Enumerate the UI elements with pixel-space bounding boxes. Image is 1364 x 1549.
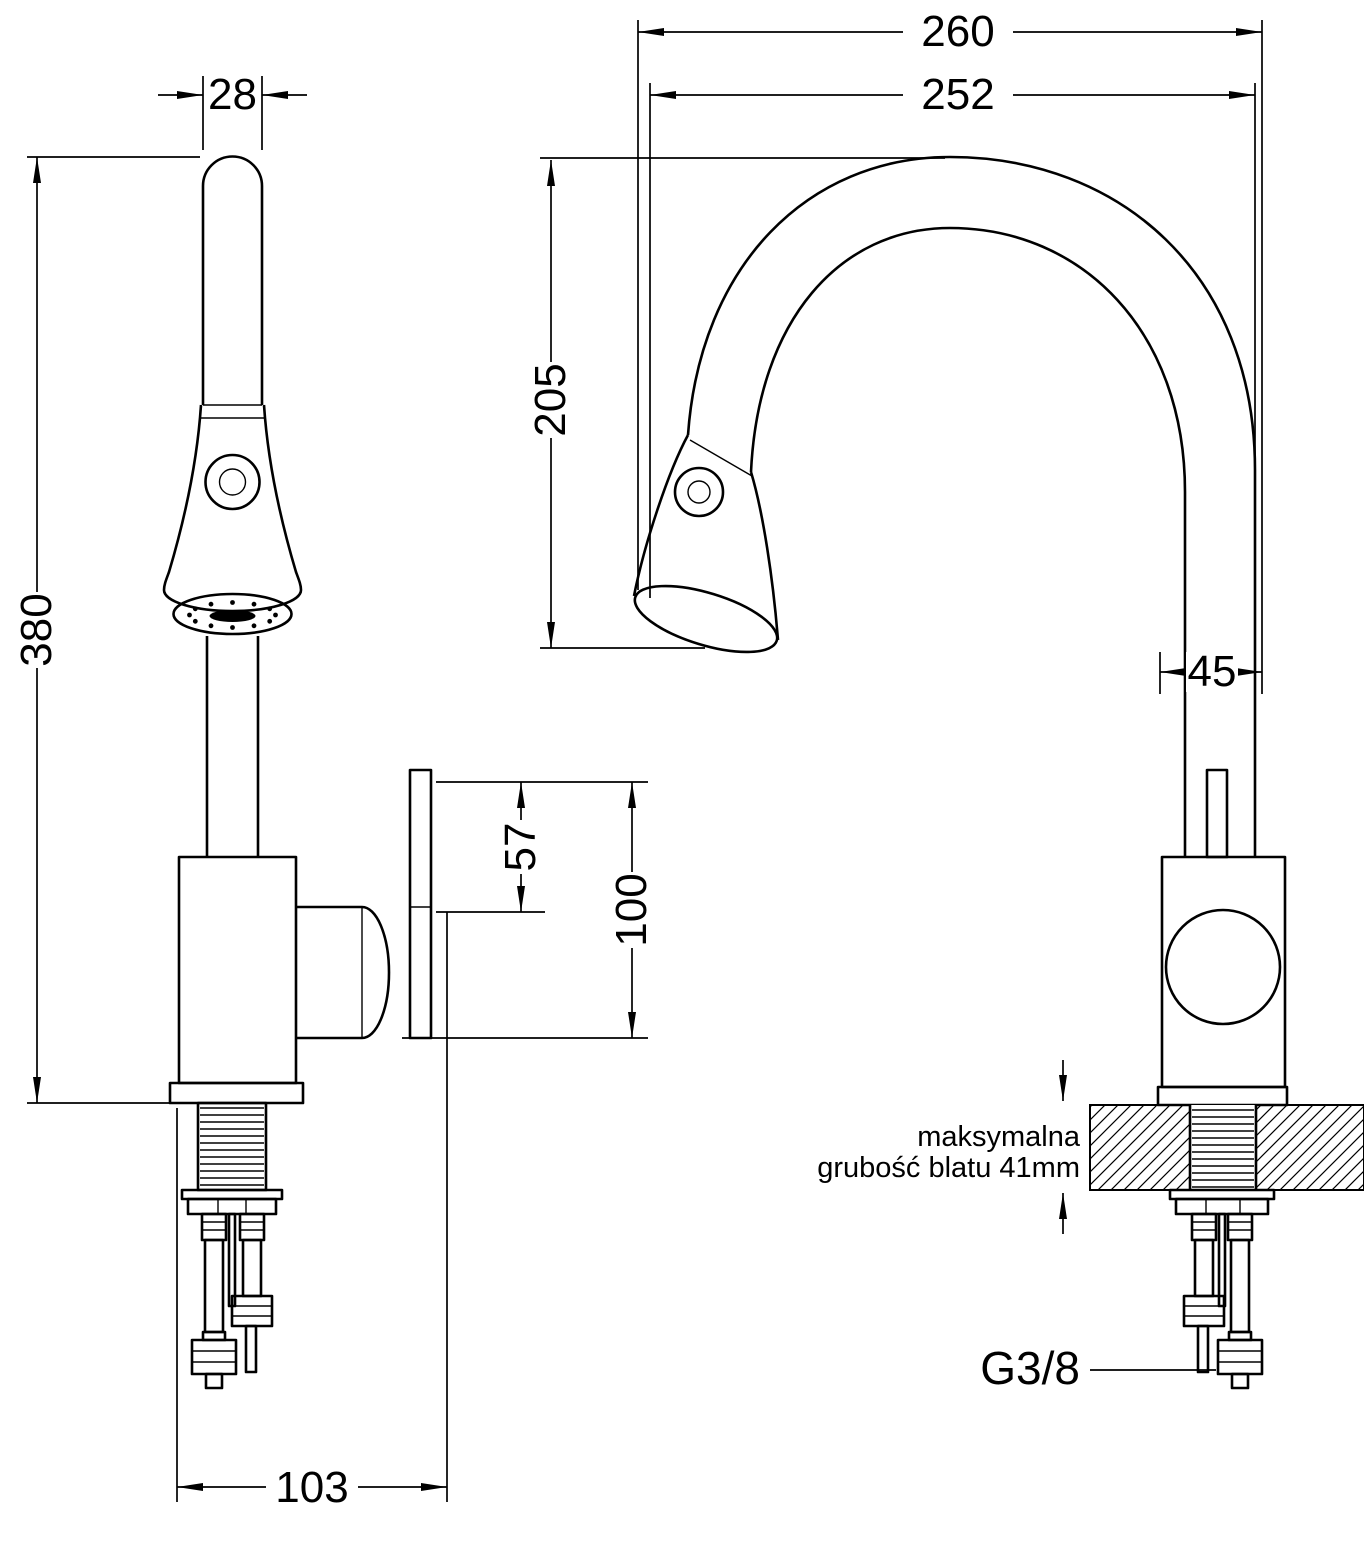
dim-label-45: 45 <box>1188 647 1237 696</box>
supply-hose-left <box>190 1212 238 1390</box>
hose-nut <box>230 1294 274 1328</box>
dimension-103: 103 <box>176 912 448 1512</box>
hose-nut-g38 <box>1216 1338 1264 1376</box>
dim-label-103: 103 <box>275 1463 348 1512</box>
dimension-380: 380 <box>12 156 200 1104</box>
mounting-flange <box>168 1081 305 1105</box>
supply-hose-right <box>230 1212 274 1374</box>
spray-head-side <box>632 434 780 654</box>
dimension-260: 260 <box>637 7 1263 694</box>
gooseneck-spout <box>686 155 1257 857</box>
threaded-shank <box>196 1101 268 1192</box>
riser-column <box>205 636 260 857</box>
countertop-thickness-callout: maksymalna grubość blatu 41mm <box>817 1060 1081 1234</box>
dim-label-57: 57 <box>496 823 545 872</box>
mounting-flange-side <box>1156 1085 1289 1107</box>
aerator-nozzles <box>187 600 278 630</box>
spray-head <box>162 404 303 613</box>
threaded-shank-side <box>1192 1109 1254 1188</box>
countertop-note-line2: grubość blatu 41mm <box>817 1152 1080 1184</box>
dim-label-205: 205 <box>526 363 575 436</box>
mounting-nut-side <box>1168 1188 1276 1216</box>
hose-nut <box>190 1338 238 1376</box>
handle-lever-side <box>1205 768 1229 859</box>
dimension-57: 57 <box>436 781 648 913</box>
side-view: maksymalna grubość blatu 41mm <box>526 7 1364 1394</box>
mounting-stud <box>227 1212 237 1308</box>
thread-label: G3/8 <box>980 1342 1080 1394</box>
dim-label-28: 28 <box>208 70 257 119</box>
dim-label-260: 260 <box>921 7 994 56</box>
dim-label-252: 252 <box>921 70 994 119</box>
countertop-section <box>1089 1104 1364 1191</box>
thread-callout: G3/8 <box>980 1342 1216 1394</box>
dimension-28: 28 <box>158 70 307 150</box>
supply-hose-left-side <box>1182 1212 1226 1374</box>
countertop-note-line1: maksymalna <box>917 1121 1081 1153</box>
spout-column <box>201 155 264 405</box>
aerator-face <box>172 592 293 636</box>
spray-mode-button-side <box>673 466 725 518</box>
aerator-face-side <box>633 584 779 654</box>
faucet-body-side <box>1160 855 1287 1089</box>
handle-joint <box>1164 908 1282 1026</box>
handle-lever <box>408 768 433 1040</box>
supply-hose-right-side <box>1216 1212 1264 1390</box>
dimension-45: 45 <box>1159 647 1262 696</box>
dimension-100: 100 <box>402 782 656 1039</box>
dimension-252: 252 <box>649 70 1256 598</box>
dim-label-100: 100 <box>607 873 656 946</box>
mounting-nut <box>180 1188 284 1216</box>
faucet-body <box>177 855 298 1085</box>
spray-mode-button <box>204 453 261 511</box>
handle-assembly <box>296 768 433 1040</box>
front-view: 28 380 57 100 103 <box>12 70 656 1512</box>
dimension-205: 205 <box>526 157 945 649</box>
mounting-stud-side <box>1217 1212 1227 1308</box>
dim-label-380: 380 <box>12 593 61 666</box>
spray-slot <box>209 610 256 622</box>
